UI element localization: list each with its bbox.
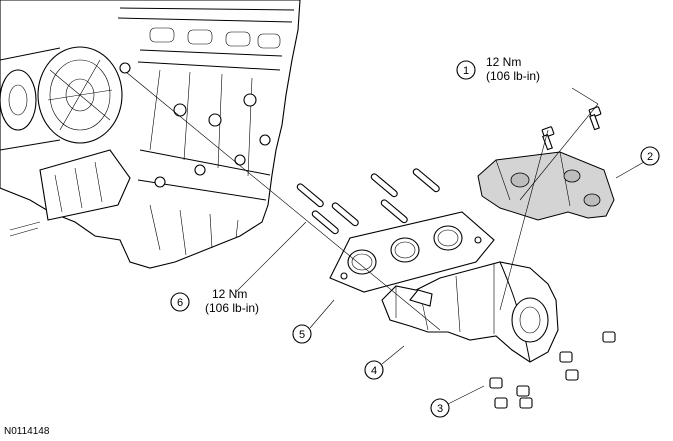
callout-3-number: 3 [437,403,443,415]
callout-5: 5 [292,324,312,344]
callout-1-torque-nm: 12 Nm [486,55,521,69]
callout-2-circle [640,146,660,166]
callout-6: 6 12 Nm (106 lb-in) [170,287,259,315]
heat-shield-bolts [541,106,602,151]
callout-4-number: 4 [371,365,377,377]
figure-id: N0114148 [4,426,50,437]
callout-2-number: 2 [647,151,653,163]
callout-2: 2 [640,146,660,166]
callout-3-circle [430,398,450,418]
callout-4: 4 [364,360,384,380]
callout-5-number: 5 [299,329,305,341]
manifold-studs [296,168,440,235]
leader-lines [125,71,645,405]
manifold-nuts [489,331,616,409]
callout-4-circle [364,360,384,380]
callout-6-circle [170,292,190,312]
callout-5-circle [292,324,312,344]
callout-6-torque-nm: 12 Nm [212,287,247,301]
callout-1-number: 1 [463,65,469,77]
engine-block [0,0,301,269]
exhaust-manifold [381,261,559,363]
callout-1: 1 12 Nm (106 lb-in) [456,55,540,83]
heat-shield [477,151,615,221]
callout-1-circle [456,60,476,80]
callout-3: 3 [430,398,450,418]
callout-1-torque-lbin: (106 lb-in) [486,69,540,83]
callout-6-torque-lbin: (106 lb-in) [205,301,259,315]
callout-6-number: 6 [177,297,183,309]
exhaust-manifold-gasket [329,211,495,293]
